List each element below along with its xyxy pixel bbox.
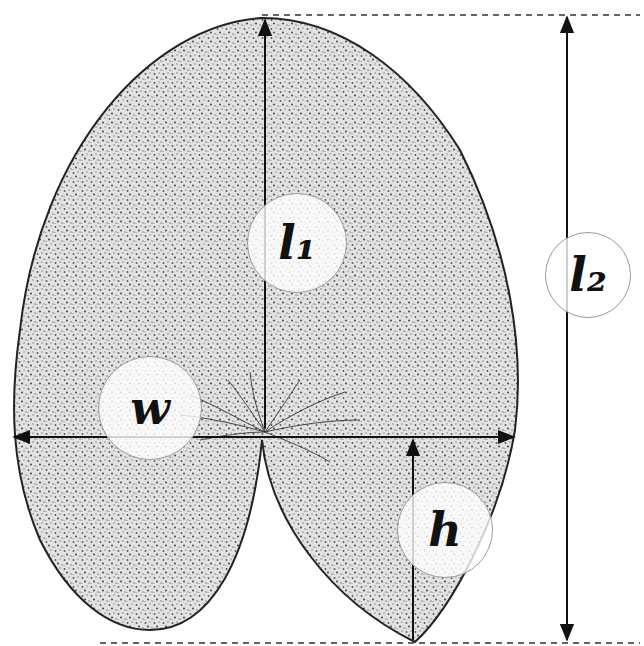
- dashed-guide: [100, 642, 640, 644]
- dimension-label: h: [428, 507, 461, 553]
- callout-circle: l₂: [545, 232, 631, 318]
- callout-circle: w: [98, 356, 202, 460]
- dimension-label: l₁: [278, 220, 316, 266]
- dimension-label: w: [130, 385, 170, 431]
- dashed-guide: [262, 14, 640, 16]
- length-l2-arrow: [566, 17, 568, 640]
- width-arrow: [14, 436, 514, 438]
- dimension-label: l₂: [569, 252, 607, 298]
- callout-circle: l₁: [247, 193, 347, 293]
- seed-outline: [14, 18, 518, 642]
- veins: [180, 372, 360, 462]
- callout-circle: h: [397, 482, 493, 578]
